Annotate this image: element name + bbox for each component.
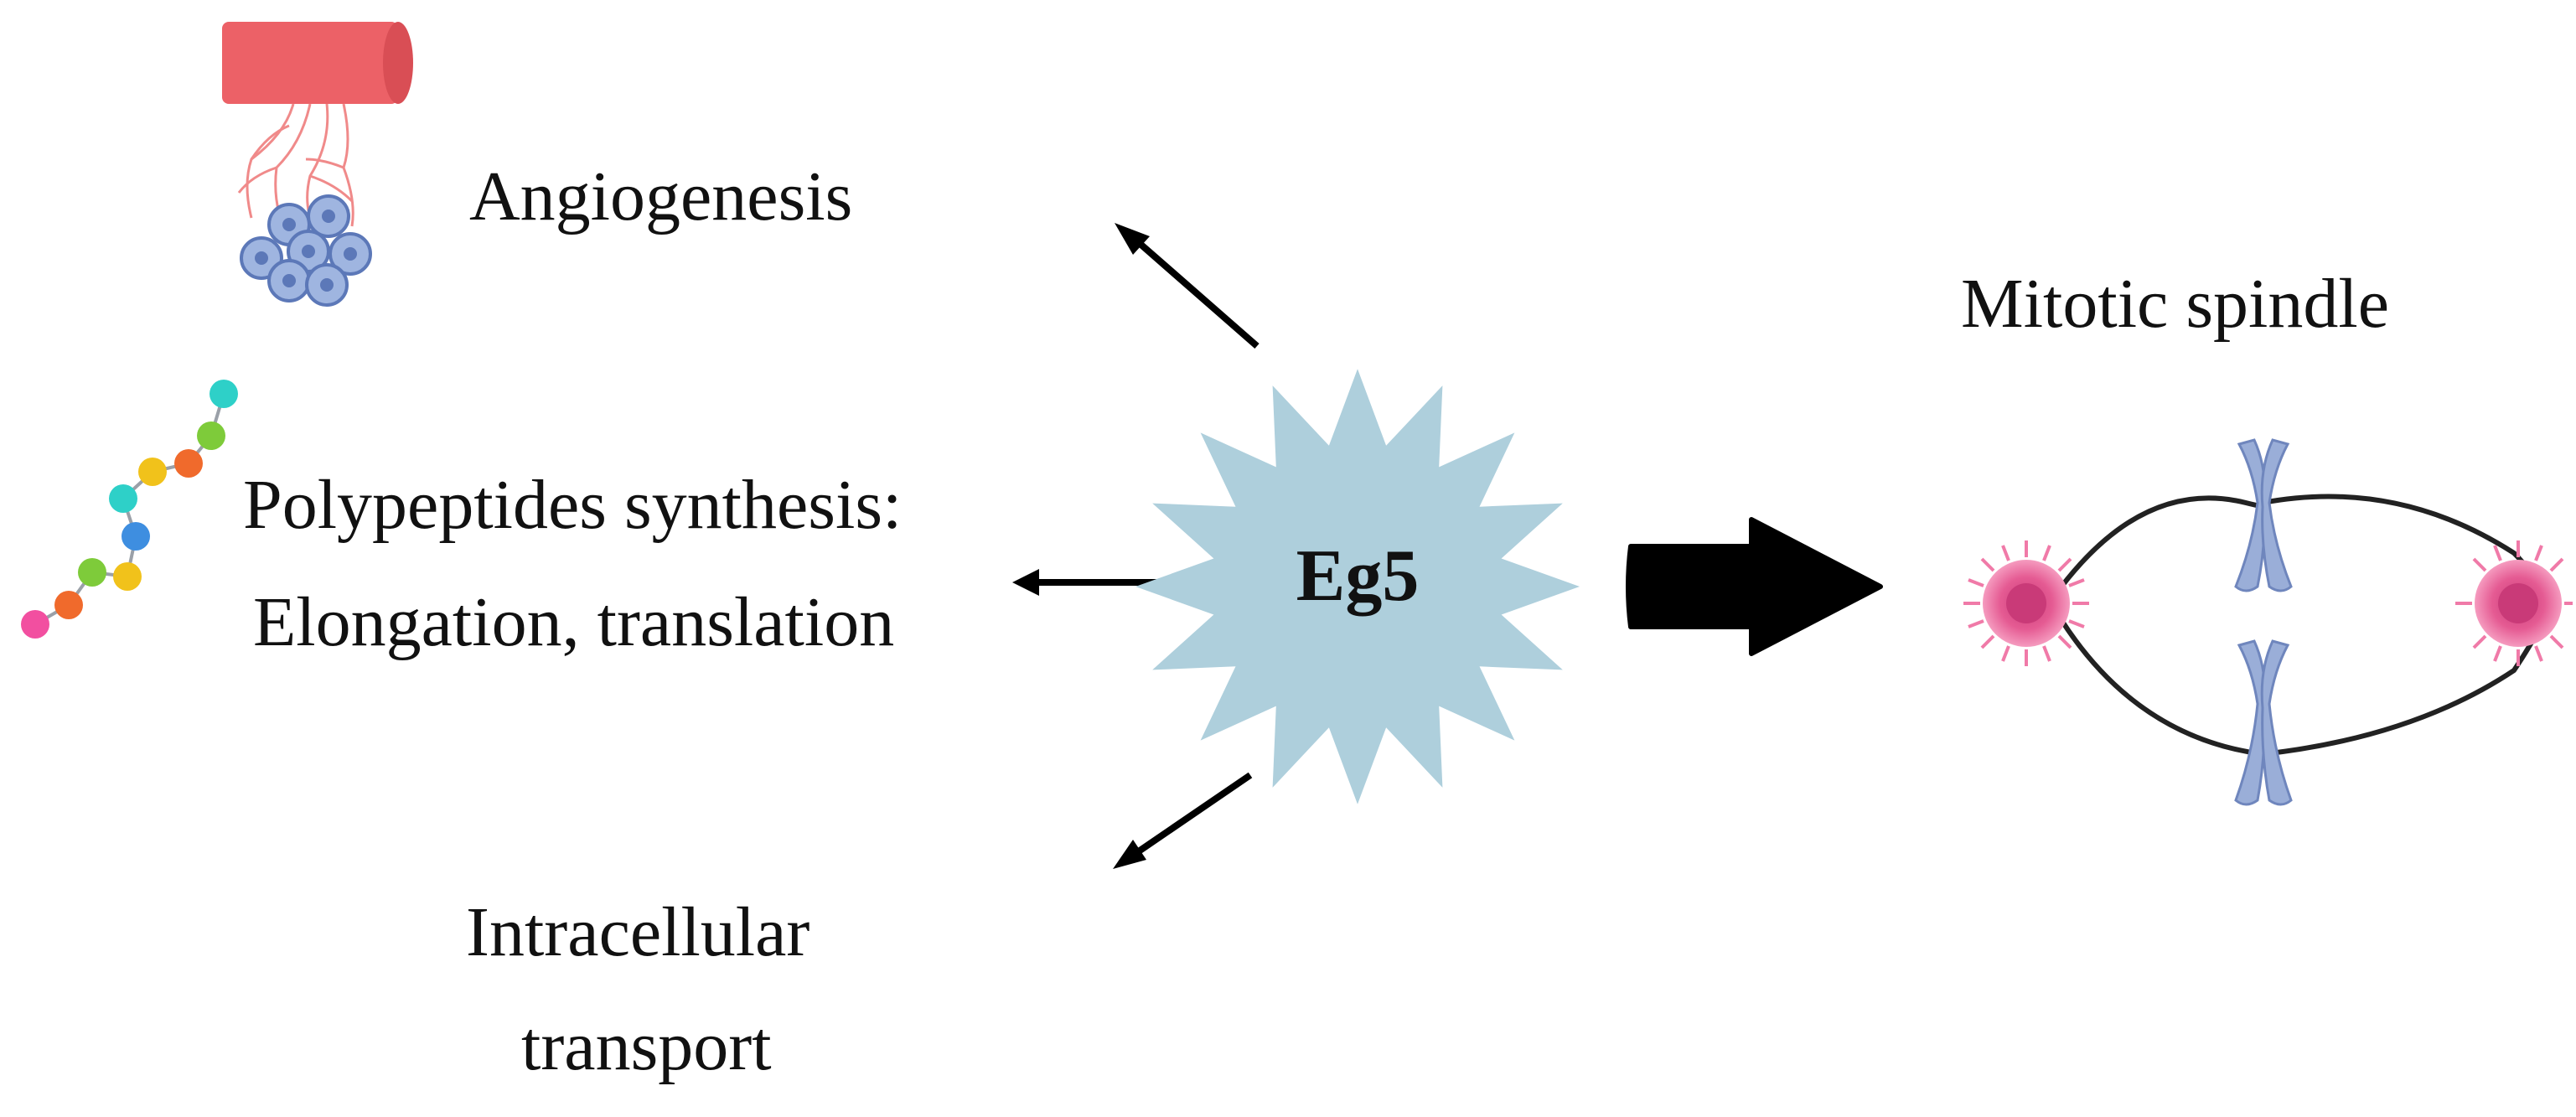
polypeptides-label-line2: Elongation, translation: [253, 583, 894, 661]
arrow-to-polypeptides: [1012, 569, 1169, 596]
blood-vessel-with-cells-icon: [222, 22, 413, 307]
eg5-label: Eg5: [1296, 535, 1420, 617]
big-arrow-to-spindle: [1626, 517, 1883, 656]
mitotic-spindle-label: Mitotic spindle: [1961, 265, 2389, 343]
centrosome-left: [1963, 540, 2089, 666]
arrow-to-angiogenesis: [1115, 223, 1260, 349]
eg5-star-shape: [1135, 369, 1580, 804]
centrosome-right: [2455, 540, 2573, 666]
arrow-to-intracellular-transport: [1113, 772, 1253, 869]
amino-acid-chain-icon: [21, 380, 238, 639]
polypeptides-label-line1: Polypeptides synthesis:: [243, 466, 902, 544]
eg5-star: Eg5: [1135, 369, 1580, 804]
chromosome-upper: [2234, 438, 2293, 592]
mitotic-spindle-icon: [1963, 438, 2573, 806]
intracellular-transport-label-line1: Intracellular: [466, 893, 810, 971]
chromosome-lower: [2234, 639, 2293, 806]
intracellular-transport-label-line2: transport: [521, 1007, 772, 1085]
angiogenesis-label: Angiogenesis: [469, 158, 852, 235]
